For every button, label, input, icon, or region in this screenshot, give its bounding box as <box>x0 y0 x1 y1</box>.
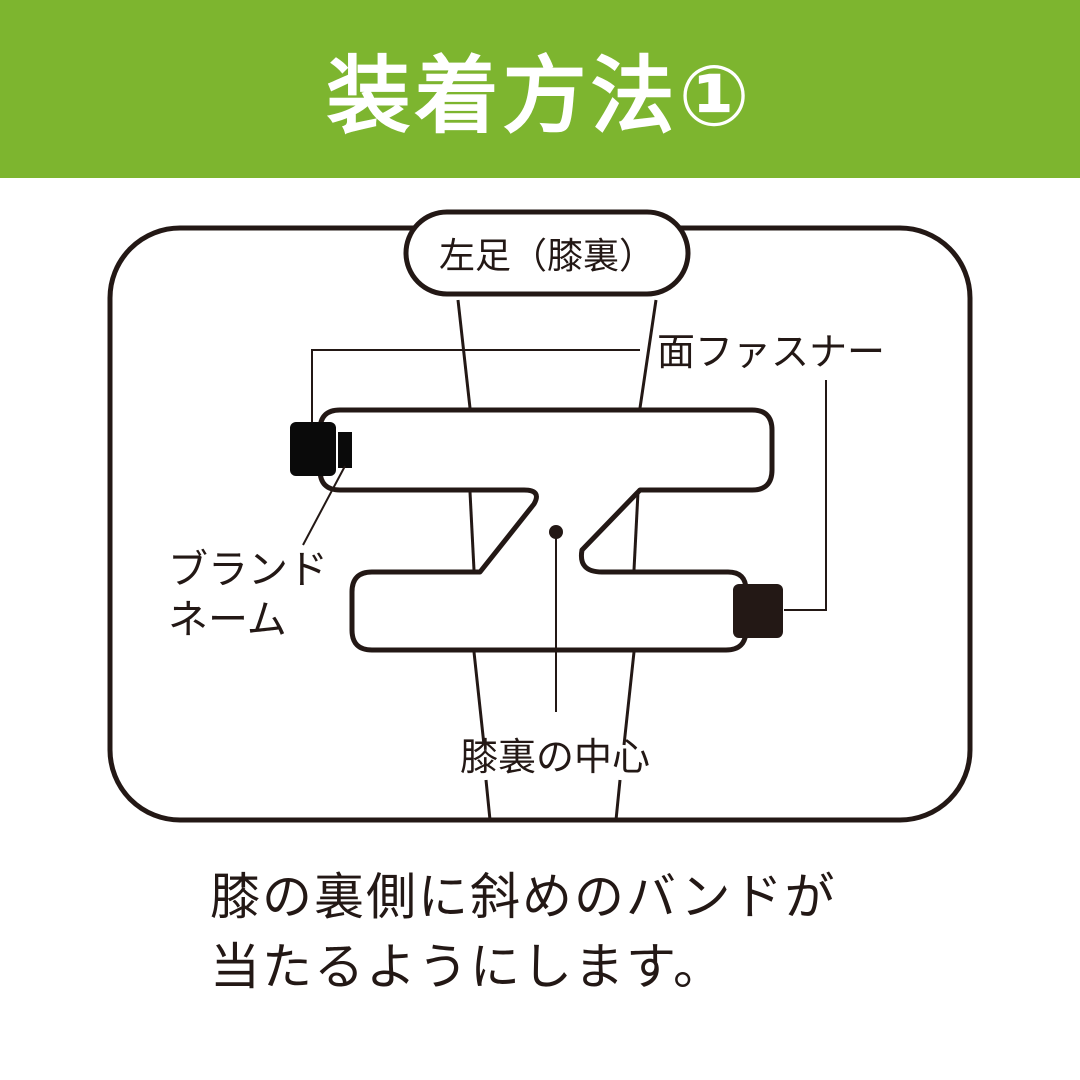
page-title: 装着方法① <box>326 46 754 145</box>
brand-tag <box>338 432 352 468</box>
knee-center-label: 膝裏の中心 <box>460 735 650 779</box>
brand-name-label-line2: ネーム <box>168 597 287 643</box>
brand-name-label-line1: ブランド <box>168 547 328 593</box>
fastener-label: 面ファスナー <box>657 330 885 374</box>
square-tab-icon <box>733 584 783 638</box>
caption-line-1: 膝の裏側に斜めのバンドが <box>210 868 837 926</box>
fastener-leader-line-right <box>784 380 827 611</box>
instruction-caption: 膝の裏側に斜めのバンドが 当たるようにします。 <box>210 862 970 1002</box>
square-tab-icon <box>290 422 336 476</box>
leg-outline <box>456 299 658 821</box>
header-bar: 装着方法① <box>0 0 1080 178</box>
knee-band <box>317 407 775 653</box>
caption-line-2: 当たるようにします。 <box>210 938 725 996</box>
leg-label-pill <box>403 209 691 297</box>
fastener-leader-line <box>311 349 640 424</box>
brand-name-leader-line <box>302 465 346 546</box>
leg-label: 左足（膝裏） <box>439 236 655 277</box>
